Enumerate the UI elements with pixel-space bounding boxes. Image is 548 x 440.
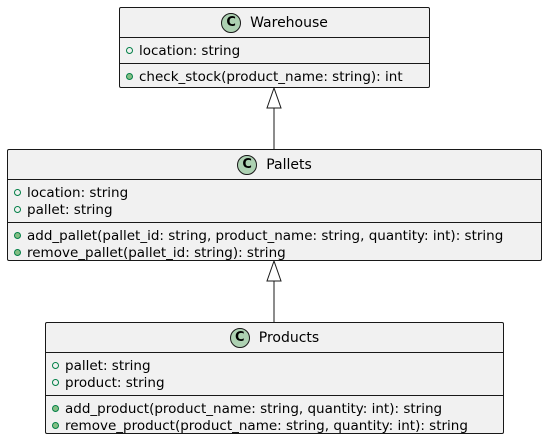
method-text: add_product(product_name: string, quanti…: [65, 400, 443, 417]
method: remove_pallet(pallet_id: string): string: [14, 244, 541, 261]
public-method-icon: [14, 232, 21, 239]
public-method-icon: [52, 422, 59, 429]
attribute: pallet: string: [52, 357, 503, 374]
class-c-icon: C: [229, 327, 250, 348]
attribute-text: location: string: [27, 184, 129, 201]
attributes-compartment: location: string pallet: string: [8, 180, 541, 223]
class-name: Warehouse: [250, 14, 328, 31]
class-header: C Warehouse: [120, 8, 429, 38]
class-warehouse[interactable]: C Warehouse location: string check_stock…: [119, 7, 430, 88]
class-pallets[interactable]: C Pallets location: string pallet: strin…: [7, 149, 542, 261]
attribute: pallet: string: [14, 201, 541, 218]
public-attribute-icon: [14, 189, 21, 196]
method-text: remove_pallet(pallet_id: string): string: [27, 244, 286, 261]
inheritance-arrowhead-warehouse: [266, 86, 282, 109]
method: remove_product(product_name: string, qua…: [52, 417, 503, 434]
method-text: remove_product(product_name: string, qua…: [65, 417, 468, 434]
public-attribute-icon: [14, 206, 21, 213]
attribute: product: string: [52, 374, 503, 391]
method-text: add_pallet(pallet_id: string, product_na…: [27, 227, 504, 244]
attribute: location: string: [126, 42, 429, 59]
public-attribute-icon: [52, 362, 59, 369]
class-c-icon: C: [221, 12, 242, 33]
methods-compartment: check_stock(product_name: string): int: [120, 64, 429, 89]
method: add_product(product_name: string, quanti…: [52, 400, 503, 417]
class-products[interactable]: C Products pallet: string product: strin…: [45, 322, 504, 434]
public-attribute-icon: [126, 47, 133, 54]
methods-compartment: add_pallet(pallet_id: string, product_na…: [8, 223, 541, 265]
attribute: location: string: [14, 184, 541, 201]
inheritance-arrowhead-pallets: [266, 259, 282, 282]
public-attribute-icon: [52, 379, 59, 386]
class-name: Pallets: [266, 156, 312, 173]
attribute-text: pallet: string: [27, 201, 113, 218]
public-method-icon: [126, 73, 133, 80]
method: check_stock(product_name: string): int: [126, 68, 429, 85]
class-c-icon: C: [237, 154, 258, 175]
class-name: Products: [258, 329, 320, 346]
class-header: C Pallets: [8, 150, 541, 180]
method: add_pallet(pallet_id: string, product_na…: [14, 227, 541, 244]
methods-compartment: add_product(product_name: string, quanti…: [46, 396, 503, 438]
attributes-compartment: pallet: string product: string: [46, 353, 503, 396]
attribute-text: product: string: [65, 374, 165, 391]
attribute-text: location: string: [139, 42, 241, 59]
public-method-icon: [14, 249, 21, 256]
attributes-compartment: location: string: [120, 38, 429, 64]
public-method-icon: [52, 405, 59, 412]
method-text: check_stock(product_name: string): int: [139, 68, 403, 85]
class-header: C Products: [46, 323, 503, 353]
attribute-text: pallet: string: [65, 357, 151, 374]
